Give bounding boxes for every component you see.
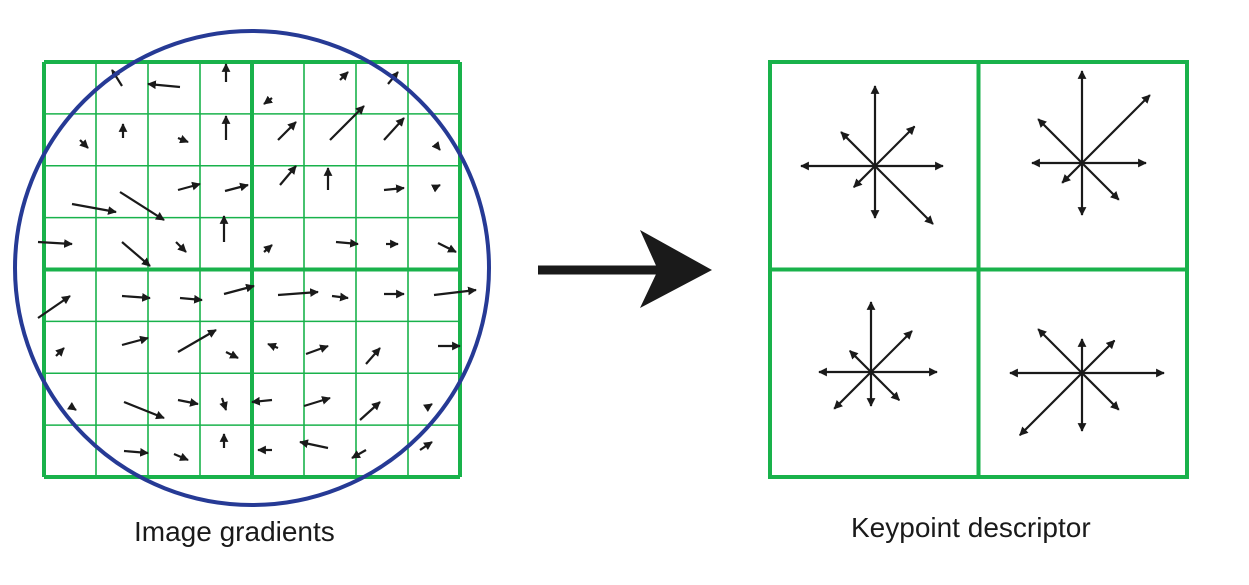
gradient-arrow bbox=[177, 134, 189, 144]
orientation-histogram bbox=[818, 301, 938, 410]
histogram-arrow bbox=[870, 330, 913, 373]
histogram-arrow bbox=[870, 371, 901, 402]
image-gradients-panel bbox=[13, 29, 491, 507]
histogram-arrow bbox=[1037, 118, 1083, 164]
histogram-arrow bbox=[874, 165, 934, 225]
gradient-arrow bbox=[299, 439, 329, 450]
gaussian-window-circle bbox=[13, 29, 491, 507]
gradient-arrow bbox=[55, 347, 65, 357]
gradient-arrow bbox=[37, 239, 73, 248]
gradient-arrow bbox=[383, 117, 405, 141]
gradient-arrow bbox=[331, 292, 349, 302]
gradient-arrow bbox=[431, 141, 441, 151]
gradient-arrow bbox=[175, 241, 187, 253]
gradient-arrow bbox=[111, 69, 123, 87]
gradient-arrow bbox=[351, 449, 367, 459]
histogram-arrow bbox=[1061, 162, 1083, 184]
gradient-arrow bbox=[305, 344, 329, 356]
gradient-arrow bbox=[251, 396, 273, 406]
gradient-arrow bbox=[66, 401, 77, 411]
histogram-arrow bbox=[1018, 372, 1083, 437]
gradient-arrow bbox=[179, 294, 203, 304]
gradient-arrow bbox=[79, 139, 89, 149]
histogram-arrow bbox=[1081, 94, 1151, 164]
gradient-arrow bbox=[365, 347, 381, 365]
gradient-arrow bbox=[263, 244, 273, 254]
histogram-arrow bbox=[833, 371, 872, 410]
orientation-histograms bbox=[800, 70, 1165, 437]
gradient-arrow bbox=[225, 350, 239, 359]
gradient-arrow bbox=[37, 295, 71, 319]
gradient-arrow bbox=[177, 329, 217, 353]
gradient-arrow bbox=[303, 396, 331, 408]
gradient-arrow bbox=[335, 238, 359, 248]
gradient-arrow bbox=[121, 241, 151, 267]
gradient-arrow bbox=[383, 184, 405, 194]
keypoint-descriptor-panel bbox=[768, 60, 1189, 479]
gradient-arrow bbox=[422, 403, 433, 413]
histogram-arrow bbox=[1037, 328, 1083, 374]
orientation-histogram bbox=[1031, 70, 1151, 216]
gradient-arrows bbox=[37, 63, 477, 462]
histogram-arrow bbox=[1081, 372, 1120, 411]
descriptor-grid bbox=[768, 60, 1189, 479]
histogram-arrow bbox=[840, 131, 876, 167]
gradient-arrow bbox=[359, 401, 381, 421]
image-gradients-caption: Image gradients bbox=[134, 516, 335, 547]
orientation-histogram bbox=[1009, 328, 1165, 437]
gradient-arrow bbox=[437, 242, 457, 253]
gradient-arrow bbox=[123, 447, 149, 457]
gradient-arrow bbox=[119, 191, 165, 221]
right-arrow-icon bbox=[538, 230, 712, 308]
gradient-arrow bbox=[279, 165, 297, 186]
histogram-arrow bbox=[849, 350, 872, 373]
gradient-arrow bbox=[147, 80, 181, 90]
gradient-arrow bbox=[224, 182, 249, 193]
gradient-arrow bbox=[329, 105, 365, 141]
gradient-arrow bbox=[267, 342, 279, 352]
gradient-arrow bbox=[433, 286, 477, 297]
histogram-arrow bbox=[1081, 339, 1116, 374]
gradient-arrow bbox=[219, 397, 228, 411]
histogram-arrow bbox=[853, 165, 876, 188]
gradient-arrow bbox=[177, 398, 199, 407]
gradient-arrow bbox=[173, 452, 189, 462]
histogram-arrow bbox=[874, 125, 916, 167]
gradient-sample-grid bbox=[42, 60, 462, 479]
gradient-arrow bbox=[263, 95, 273, 105]
gradient-arrow bbox=[430, 184, 441, 193]
gradient-arrow bbox=[123, 400, 165, 420]
gradient-arrow bbox=[223, 283, 255, 296]
gradient-arrow bbox=[277, 121, 297, 141]
gradient-arrow bbox=[339, 71, 349, 81]
gradient-arrow bbox=[121, 293, 151, 302]
gradient-arrow bbox=[71, 202, 117, 215]
gradient-arrow bbox=[121, 335, 149, 347]
orientation-histogram bbox=[800, 85, 944, 225]
histogram-arrow bbox=[1081, 162, 1120, 201]
keypoint-descriptor-caption: Keypoint descriptor bbox=[851, 512, 1091, 543]
gradient-arrow bbox=[419, 441, 433, 451]
gradient-arrow bbox=[177, 181, 201, 192]
gradient-arrow bbox=[277, 288, 319, 297]
